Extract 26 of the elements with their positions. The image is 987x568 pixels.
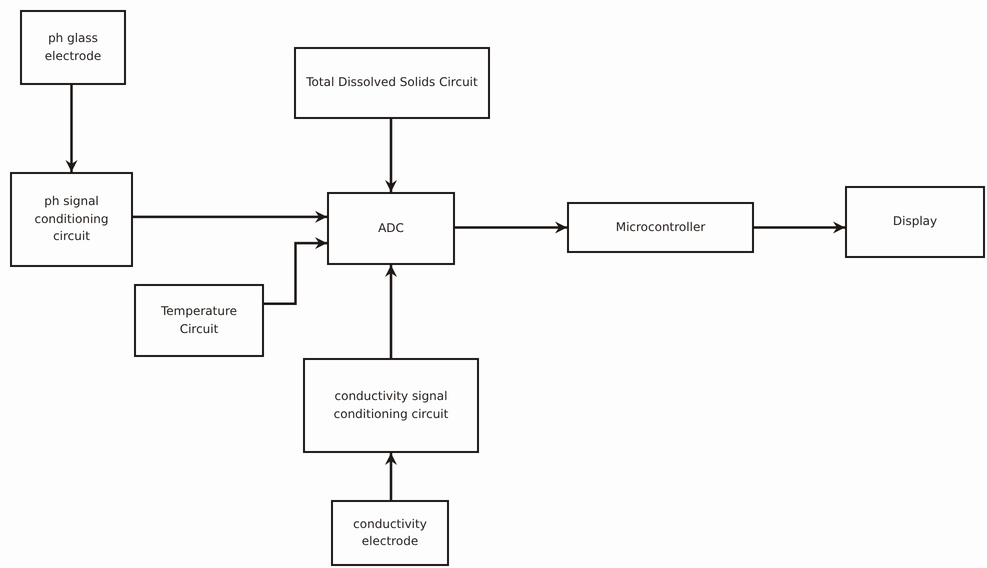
arrow: [455, 222, 567, 234]
arrow: [385, 453, 397, 500]
arrow: [385, 119, 397, 192]
process-box: [567, 202, 754, 253]
arrow: [754, 222, 845, 234]
arrow: [264, 237, 327, 305]
box-label: Temperature Circuit: [160, 303, 238, 338]
process-box: [294, 47, 490, 119]
process-box: [20, 10, 126, 85]
arrow: [133, 210, 327, 223]
arrow: [66, 85, 78, 172]
box-label: ph signal conditioning circuit: [33, 193, 110, 246]
box-label: Microcontroller: [616, 218, 706, 236]
box-label: Display: [892, 213, 938, 230]
box-label: Total Dissolved Solids Circuit: [306, 74, 478, 92]
process-box: [303, 358, 479, 453]
box-label: ADC: [378, 220, 404, 237]
process-box: [331, 500, 449, 566]
process-box: [10, 172, 133, 267]
box-label: conductivity signal conditioning circuit: [332, 388, 450, 422]
arrow: [385, 265, 397, 358]
box-label: conductivity electrode: [352, 516, 428, 550]
process-box: [845, 186, 985, 258]
process-box: [327, 192, 455, 265]
process-box: [134, 284, 264, 357]
box-label: ph glass electrode: [44, 30, 102, 64]
